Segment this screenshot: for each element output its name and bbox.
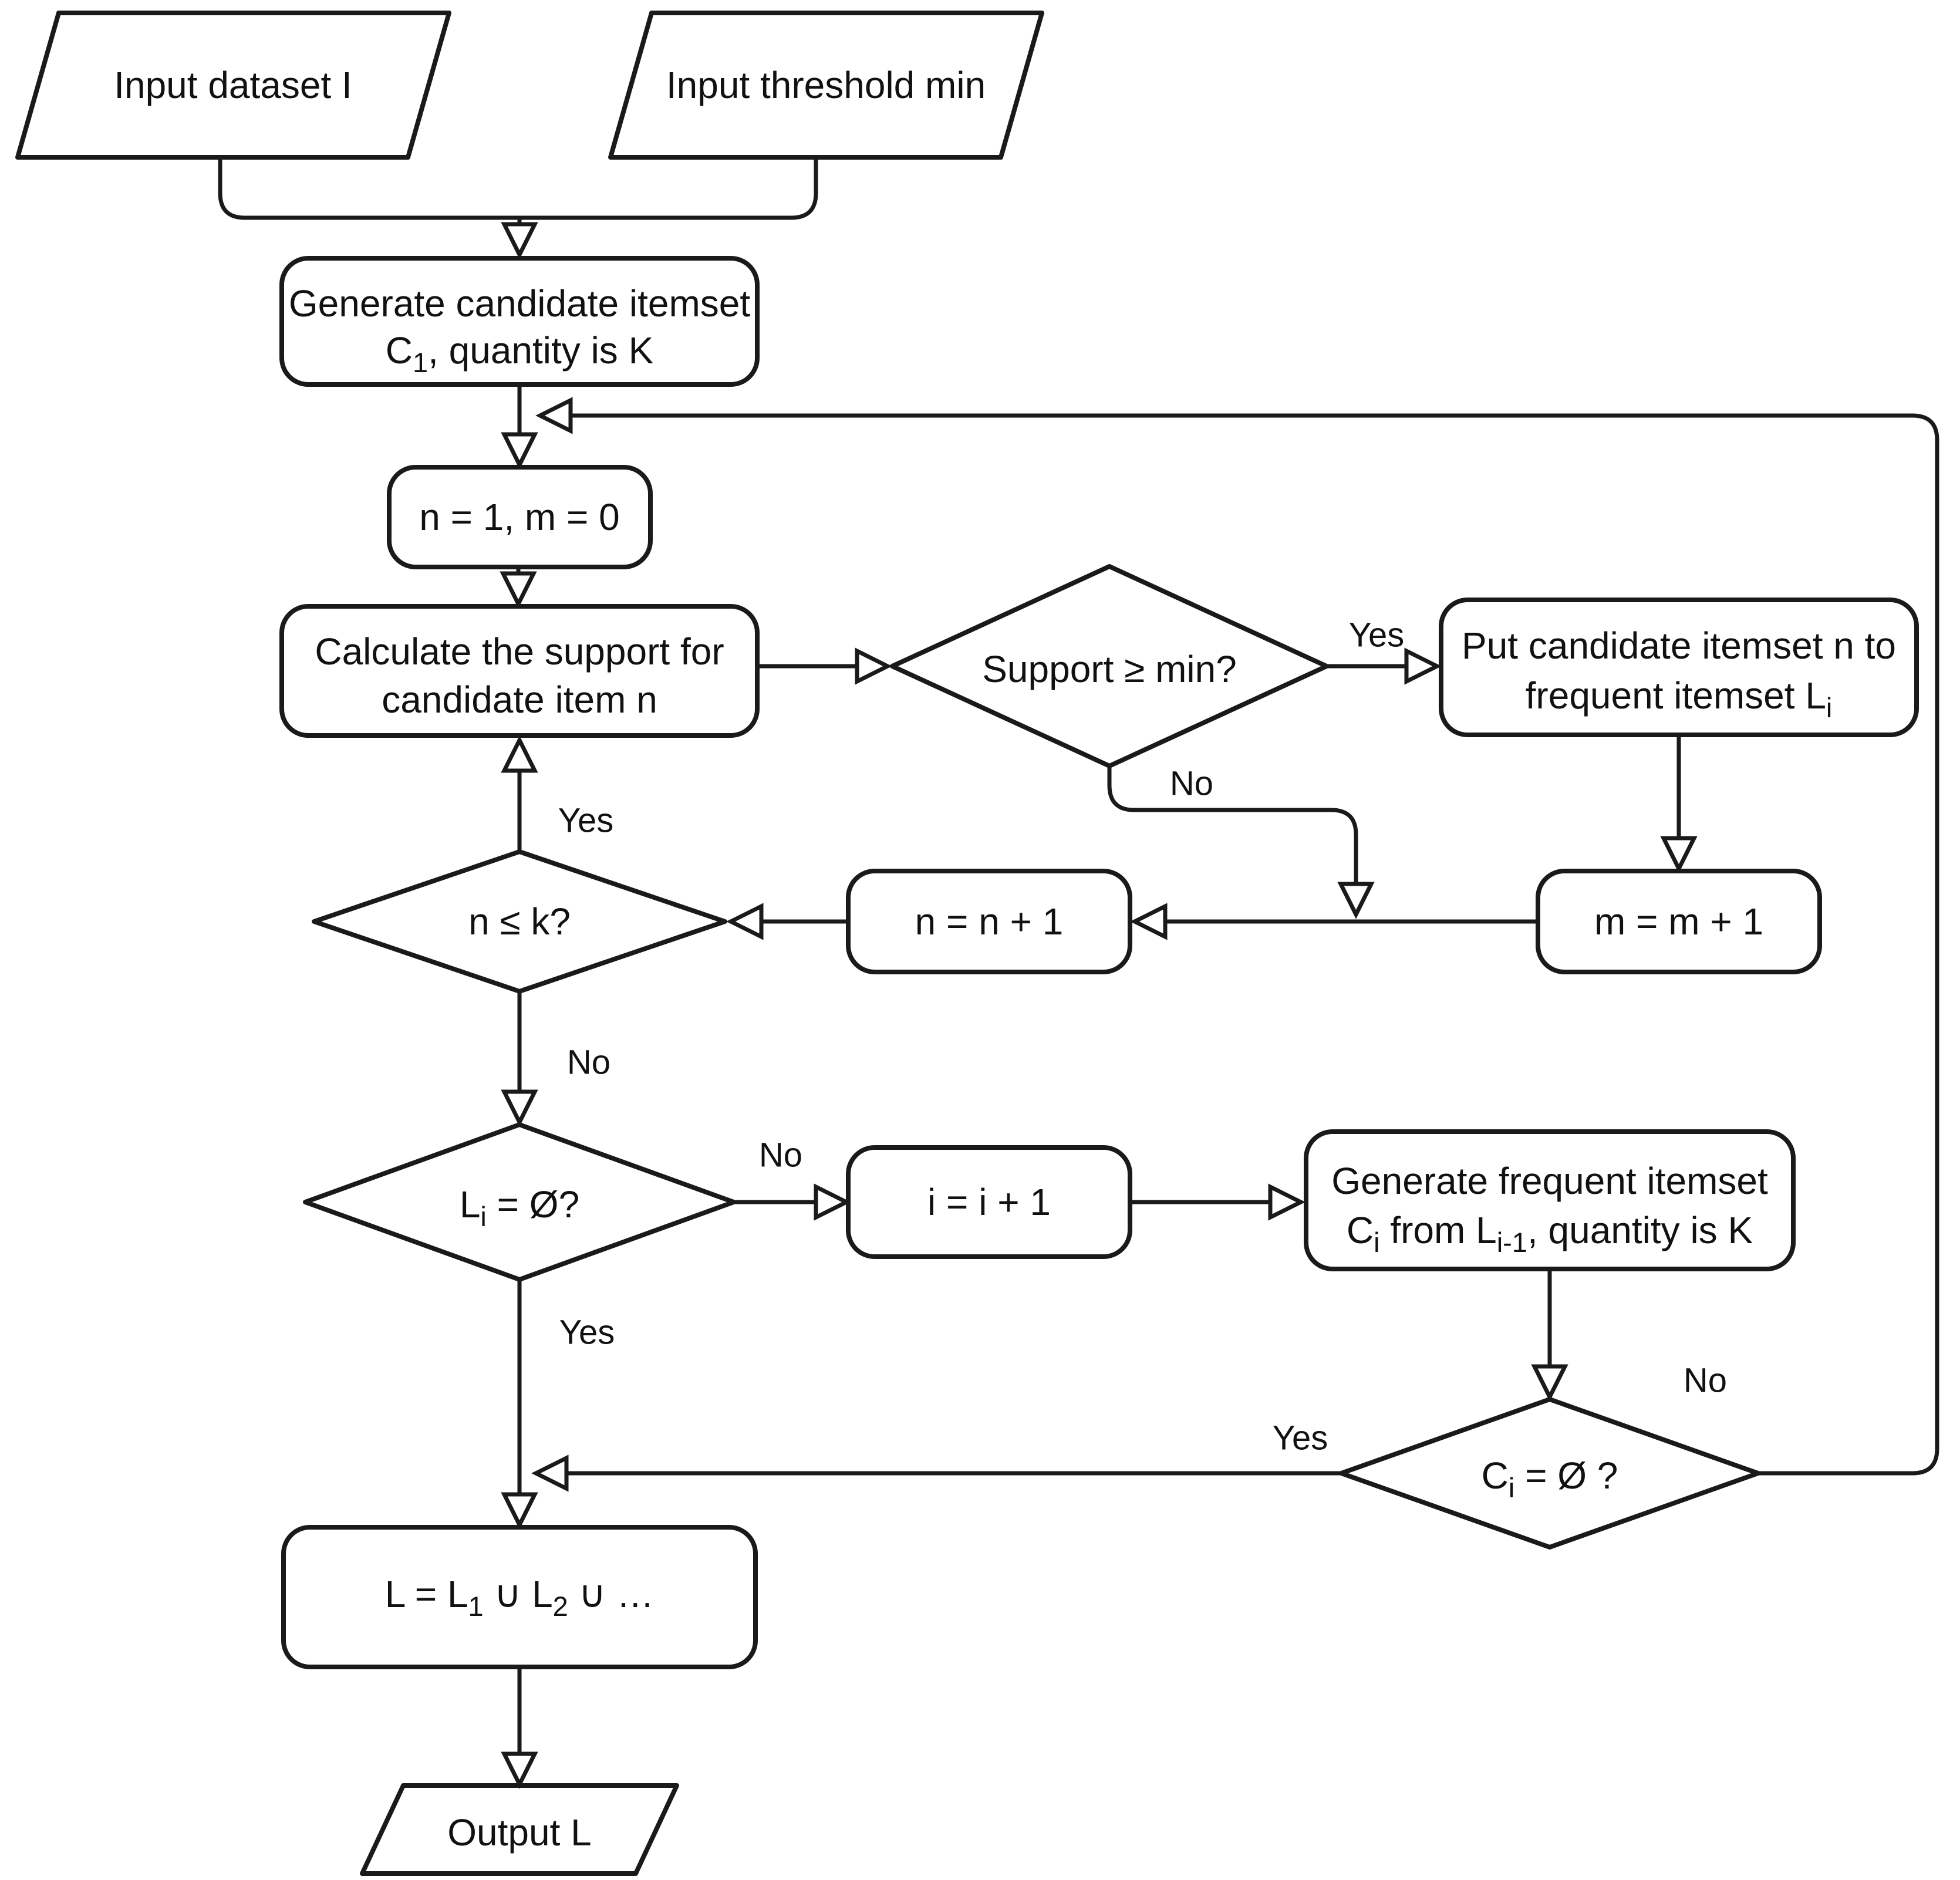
- arrowhead-into-init: [501, 432, 538, 470]
- node-n-check-diamond: [312, 849, 727, 994]
- node-support-check-diamond: [890, 564, 1329, 768]
- arrowhead-into-gen-candidate: [501, 222, 538, 259]
- arrowhead-into-i-increment: [814, 1183, 851, 1221]
- arrowhead-into-gen-frequent: [1268, 1183, 1305, 1221]
- arrowhead-into-n-check: [726, 903, 764, 940]
- gen-candidate-line2: C1, quantity is K: [386, 329, 654, 378]
- gen-frequent-line2: Ci from Li-1, quantity is K: [1347, 1209, 1753, 1258]
- label-ncheck-no: No: [567, 1044, 610, 1082]
- arrowhead-into-output: [501, 1751, 538, 1789]
- m-increment-label: m = m + 1: [1594, 900, 1763, 943]
- arrowhead-feedback-into-main-line: [535, 397, 573, 434]
- arrowhead-ci-yes-join: [531, 1454, 569, 1492]
- node-calc-support: [279, 604, 760, 738]
- gen-candidate-line1: Generate candidate itemset: [289, 282, 750, 325]
- label-ci-no: No: [1684, 1362, 1727, 1400]
- n-check-label: n ≤ k?: [468, 900, 571, 943]
- arrowhead-ncheck-yes-into-calc: [501, 735, 538, 773]
- i-increment-label: i = i + 1: [927, 1181, 1051, 1223]
- arrowhead-into-support-check: [855, 647, 892, 685]
- arrowhead-into-union: [501, 1492, 538, 1530]
- arrowhead-into-m-increment: [1660, 836, 1698, 873]
- arrowhead-into-calc: [500, 571, 537, 609]
- label-li-yes: Yes: [559, 1314, 615, 1352]
- li-check-label: Li = Ø?: [460, 1183, 579, 1232]
- arrowhead-support-no-join: [1337, 882, 1375, 919]
- union-label: L = L1 ∪ L2 ∪ …: [385, 1573, 654, 1622]
- node-put-candidate: [1439, 598, 1919, 737]
- edge-input-threshold-merge: [519, 157, 818, 220]
- node-n-increment: [846, 869, 1132, 974]
- edge-input-dataset-merge: [218, 157, 519, 220]
- gen-frequent-line1: Generate frequent itemset: [1331, 1160, 1768, 1202]
- edge-support-no: [1107, 766, 1358, 884]
- node-output: [360, 1783, 679, 1876]
- node-gen-frequent: [1304, 1129, 1796, 1271]
- edge-ci-no-feedback-rail: [571, 413, 1939, 1476]
- put-candidate-line1: Put candidate itemset n to: [1462, 625, 1896, 667]
- label-ci-yes: Yes: [1273, 1419, 1328, 1457]
- label-ncheck-yes: Yes: [558, 802, 614, 840]
- support-check-label: Support ≥ min?: [982, 648, 1237, 690]
- calc-support-line1: Calculate the support for: [315, 630, 724, 673]
- node-input-threshold: [608, 11, 1044, 160]
- calc-support-line2: candidate item n: [382, 679, 657, 721]
- node-input-dataset: [15, 11, 451, 160]
- arrowhead-into-ci-check: [1531, 1364, 1568, 1402]
- arrowhead-into-put-candidate: [1404, 647, 1442, 685]
- node-ci-check-diamond: [1339, 1397, 1760, 1550]
- label-support-yes: Yes: [1349, 616, 1405, 654]
- n-increment-label: n = n + 1: [915, 900, 1064, 943]
- node-li-check-diamond: [303, 1122, 736, 1282]
- label-support-no: No: [1170, 765, 1213, 803]
- init-label: n = 1, m = 0: [419, 496, 620, 538]
- arrowhead-into-n-increment: [1130, 903, 1168, 940]
- input-threshold-label: Input threshold min: [666, 64, 986, 106]
- output-label: Output L: [447, 1811, 592, 1854]
- ci-check-label: Ci = Ø ?: [1482, 1454, 1618, 1503]
- input-dataset-label: Input dataset I: [114, 64, 352, 106]
- label-li-no: No: [759, 1136, 802, 1174]
- arrowhead-into-li-check: [501, 1089, 538, 1127]
- put-candidate-line2: frequent itemset Li: [1526, 674, 1833, 723]
